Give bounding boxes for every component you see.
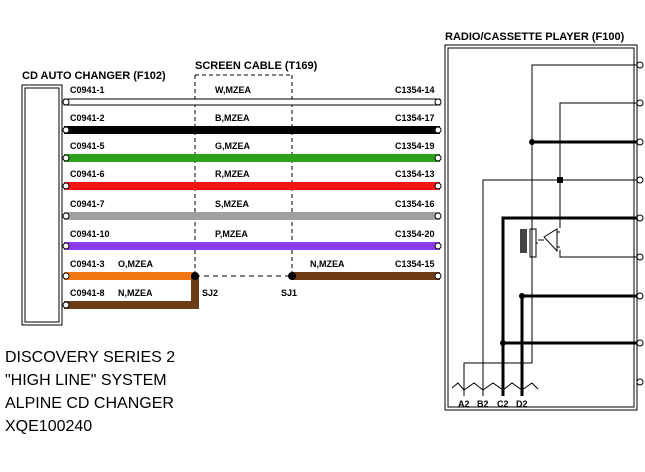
cd-changer-box bbox=[21, 84, 63, 326]
pin-label: C0941-10 bbox=[70, 229, 110, 239]
wire-code: N,MZEA bbox=[118, 288, 153, 298]
radio-box bbox=[444, 44, 638, 411]
connector-pin bbox=[636, 292, 644, 300]
diagram-notes: DISCOVERY SERIES 2 "HIGH LINE" SYSTEM AL… bbox=[5, 346, 175, 438]
radio-internal-circuit bbox=[451, 64, 637, 396]
wire-code: N,MZEA bbox=[310, 259, 345, 269]
connector-pin bbox=[636, 214, 644, 222]
pin-label: C1354-17 bbox=[395, 113, 435, 123]
radio-title: RADIO/CASSETTE PLAYER (F100) bbox=[445, 31, 625, 43]
pin-label: C1354-16 bbox=[395, 199, 435, 209]
connector-pin bbox=[636, 253, 644, 261]
pin-label: C0941-5 bbox=[70, 141, 105, 151]
wire-code: P,MZEA bbox=[215, 229, 248, 239]
connector-pin bbox=[636, 138, 644, 146]
wire-code: B,MZEA bbox=[215, 113, 250, 123]
connector-pin bbox=[636, 378, 644, 386]
pin-label: C0941-2 bbox=[70, 113, 105, 123]
pin-label: C1354-19 bbox=[395, 141, 435, 151]
wire-code: G,MZEA bbox=[215, 141, 250, 151]
pin-b2: B2 bbox=[477, 399, 489, 409]
pin-label: C0941-1 bbox=[70, 85, 105, 95]
note-line: "HIGH LINE" SYSTEM bbox=[5, 372, 167, 389]
screen-cable-title: SCREEN CABLE (T169) bbox=[195, 60, 318, 72]
connector-pin bbox=[636, 176, 644, 184]
pin-label: C1354-14 bbox=[395, 85, 435, 95]
connector-pin bbox=[636, 339, 644, 347]
pin-label: C0941-7 bbox=[70, 199, 105, 209]
pin-label: C1354-15 bbox=[395, 259, 435, 269]
wire-code: O,MZEA bbox=[118, 259, 153, 269]
cd-changer-title: CD AUTO CHANGER (F102) bbox=[22, 70, 166, 82]
wire bbox=[63, 98, 441, 106]
pin-c2: C2 bbox=[497, 399, 509, 409]
screen-cable-outline bbox=[194, 74, 293, 276]
wire-brown-left bbox=[64, 276, 199, 309]
connector-pin bbox=[636, 61, 644, 69]
pin-label: C1354-13 bbox=[395, 169, 435, 179]
wire-code: R,MZEA bbox=[215, 169, 250, 179]
splice-sj2 bbox=[191, 272, 199, 280]
pin-label: C0941-8 bbox=[70, 288, 105, 298]
note-line: XQE100240 bbox=[5, 418, 93, 435]
wire-code: S,MZEA bbox=[215, 199, 250, 209]
splice-label: SJ2 bbox=[202, 288, 218, 298]
speaker-icon bbox=[520, 229, 527, 253]
pin-label: C0941-6 bbox=[70, 169, 105, 179]
pin-d2: D2 bbox=[516, 399, 528, 409]
note-line: DISCOVERY SERIES 2 bbox=[5, 349, 176, 366]
pin-a2: A2 bbox=[458, 399, 470, 409]
wire-code: W,MZEA bbox=[215, 85, 251, 95]
splice-label: SJ1 bbox=[281, 288, 297, 298]
pin-label: C0941-3 bbox=[70, 259, 105, 269]
connector-pin bbox=[636, 99, 644, 107]
pin-label: C1354-20 bbox=[395, 229, 435, 239]
splice-sj1 bbox=[288, 272, 296, 280]
note-line: ALPINE CD CHANGER bbox=[5, 395, 174, 412]
